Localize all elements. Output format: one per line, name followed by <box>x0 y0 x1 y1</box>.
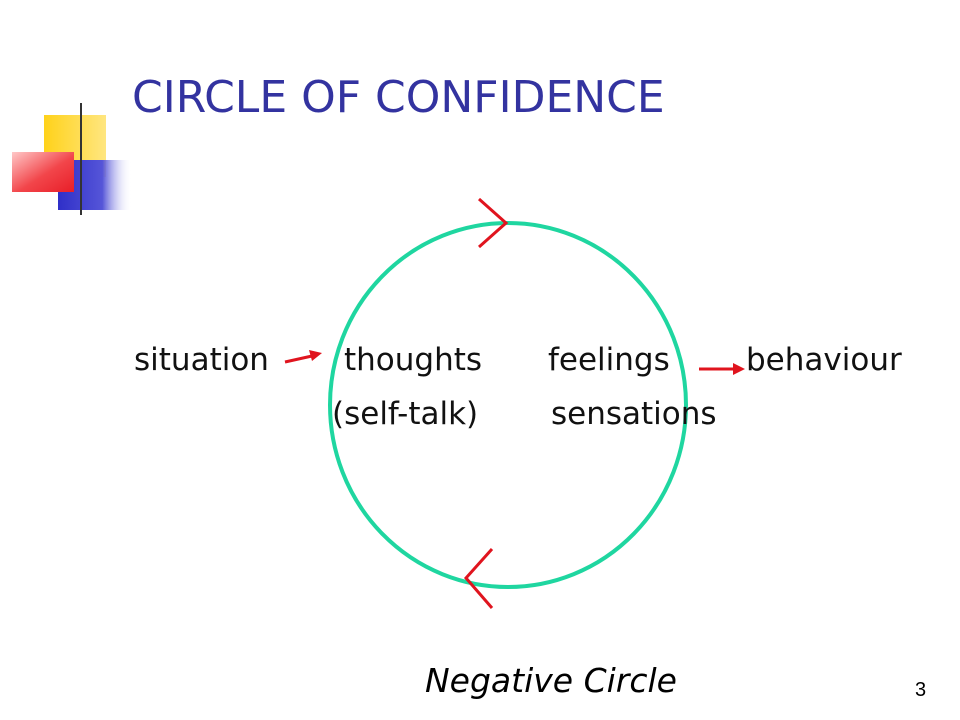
cycle-arrowhead-top-icon <box>478 197 509 249</box>
arrow-situation-to-thoughts <box>284 350 322 364</box>
slide-title: CIRCLE OF CONFIDENCE <box>132 72 665 123</box>
decor-red-square <box>12 152 74 192</box>
cycle-arrowhead-bottom-icon <box>464 547 494 609</box>
node-behaviour: behaviour <box>746 342 902 378</box>
arrow-feelings-to-behaviour <box>699 363 745 375</box>
node-feelings: feelings <box>548 342 670 378</box>
node-sensations: sensations <box>551 396 717 432</box>
arrow-head-icon <box>733 363 745 375</box>
diagram-caption: Negative Circle <box>425 661 677 700</box>
page-number: 3 <box>915 679 927 701</box>
node-thoughts: thoughts <box>344 342 483 378</box>
title-decoration <box>12 103 870 215</box>
node-situation: situation <box>134 342 269 378</box>
node-self-talk: (self-talk) <box>332 396 479 432</box>
arrow-head-icon <box>309 350 322 361</box>
